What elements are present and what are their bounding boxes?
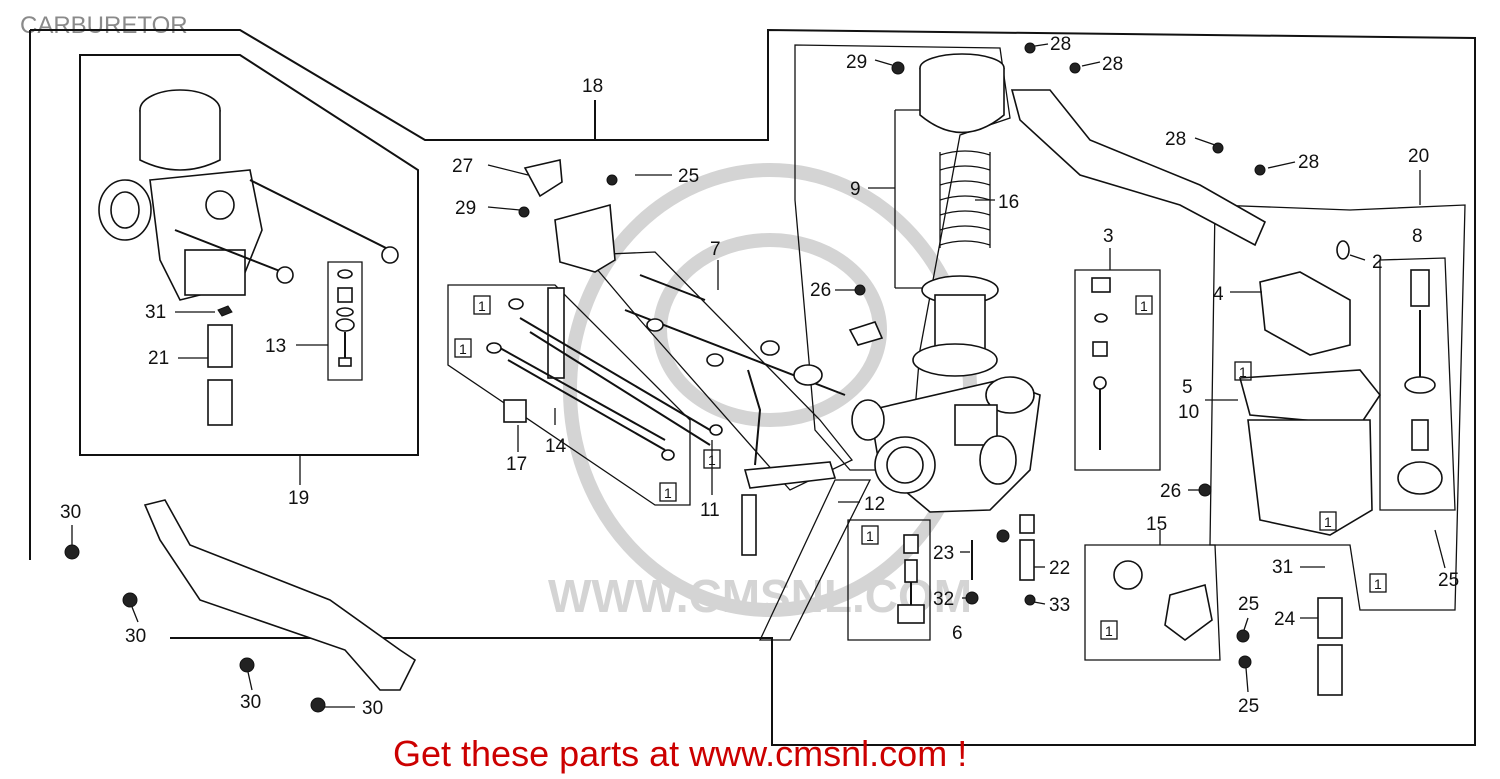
mounting-bracket	[64, 499, 417, 713]
callout-30-b: 30	[125, 626, 146, 647]
svg-text:1: 1	[708, 452, 716, 468]
page-title: CARBURETOR	[20, 12, 188, 39]
throttle-shafts	[486, 287, 723, 461]
callout-29-left: 29	[455, 198, 476, 219]
kit-marker: 1	[454, 338, 472, 358]
callout-23: 23	[933, 543, 954, 564]
kit-marker: 1	[473, 295, 491, 315]
jet-set-6	[897, 534, 979, 624]
callout-13: 13	[265, 336, 286, 357]
top-cap-9	[919, 53, 1005, 134]
callout-31-right: 31	[1272, 557, 1293, 578]
callout-28-b: 28	[1102, 54, 1123, 75]
callout-25-lower: 25	[1238, 696, 1259, 717]
kit-markers: 1 1 1 1 1 1 1 1 1 1	[454, 295, 1387, 640]
callout-26-right: 26	[1160, 481, 1181, 502]
callout-31-left: 31	[145, 302, 166, 323]
needle-8	[1379, 257, 1456, 511]
callout-20: 20	[1408, 146, 1429, 167]
callout-labels: 18 19 20 27 29 25 7 31 21 13 14 17 11 12…	[60, 34, 1459, 719]
callout-14: 14	[545, 436, 567, 457]
svg-text:1: 1	[478, 298, 486, 314]
kit-marker: 1	[1100, 620, 1118, 640]
kit-marker: 1	[1234, 361, 1252, 381]
callout-22: 22	[1049, 558, 1070, 579]
callout-30-a: 30	[60, 502, 81, 523]
kit-marker: 1	[659, 482, 677, 502]
callout-16: 16	[998, 192, 1019, 213]
kit-marker: 1	[1319, 511, 1337, 531]
carb-body	[848, 321, 1041, 513]
callout-25-top: 25	[678, 166, 699, 187]
svg-text:1: 1	[1140, 298, 1148, 314]
svg-text:1: 1	[664, 485, 672, 501]
callout-12: 12	[864, 494, 885, 515]
float-valve-3	[1091, 277, 1111, 450]
callout-30-c: 30	[240, 692, 261, 713]
callout-25-right: 25	[1438, 570, 1459, 591]
callout-6: 6	[952, 623, 963, 644]
svg-text:1: 1	[1374, 576, 1382, 592]
jet-stack-13	[327, 261, 363, 381]
kit-marker: 1	[861, 525, 879, 545]
kit-marker: 1	[703, 449, 721, 469]
callout-17: 17	[506, 454, 527, 475]
callout-24: 24	[1274, 609, 1296, 630]
callout-10: 10	[1178, 402, 1199, 423]
callout-19: 19	[288, 488, 309, 509]
callout-32: 32	[933, 589, 954, 610]
linkage-7	[624, 274, 846, 556]
callout-11: 11	[700, 500, 720, 521]
choke-brackets	[518, 159, 618, 273]
svg-text:1: 1	[1239, 364, 1247, 380]
callout-33: 33	[1049, 595, 1070, 616]
carburetor-assembly	[98, 89, 399, 301]
frame-lines	[29, 28, 1476, 746]
callout-28-a: 28	[1050, 34, 1071, 55]
kit-marker: 1	[1135, 295, 1153, 315]
piston-diaphragm	[912, 275, 999, 377]
callout-18: 18	[582, 76, 603, 97]
callout-4: 4	[1213, 284, 1224, 305]
callout-28-d: 28	[1298, 152, 1319, 173]
callout-leaders	[71, 43, 1446, 708]
diaphragm-15	[1113, 560, 1213, 641]
callout-21: 21	[148, 348, 169, 369]
callout-28-c: 28	[1165, 129, 1186, 150]
callout-27: 27	[452, 156, 473, 177]
callout-30-d: 30	[362, 698, 383, 719]
tube-21	[207, 305, 233, 426]
kit-marker: 1	[1369, 573, 1387, 593]
promo-link-text[interactable]: Get these parts at www.cmsnl.com !	[393, 733, 968, 774]
svg-text:1: 1	[1324, 514, 1332, 530]
callout-3: 3	[1103, 226, 1114, 247]
svg-text:1: 1	[459, 341, 467, 357]
cover-strip	[854, 42, 1267, 296]
callout-9: 9	[850, 179, 861, 200]
callout-25-upper: 25	[1238, 594, 1259, 615]
screws-22	[996, 514, 1036, 606]
svg-text:1: 1	[1105, 623, 1113, 639]
callout-29-top: 29	[846, 52, 867, 73]
callout-26-mid: 26	[810, 280, 831, 301]
callout-15: 15	[1146, 514, 1167, 535]
callout-2: 2	[1372, 252, 1383, 273]
callout-7: 7	[710, 239, 721, 260]
svg-text:1: 1	[866, 528, 874, 544]
callout-8: 8	[1412, 226, 1423, 247]
float-chamber	[1238, 240, 1381, 536]
callout-5: 5	[1182, 377, 1193, 398]
